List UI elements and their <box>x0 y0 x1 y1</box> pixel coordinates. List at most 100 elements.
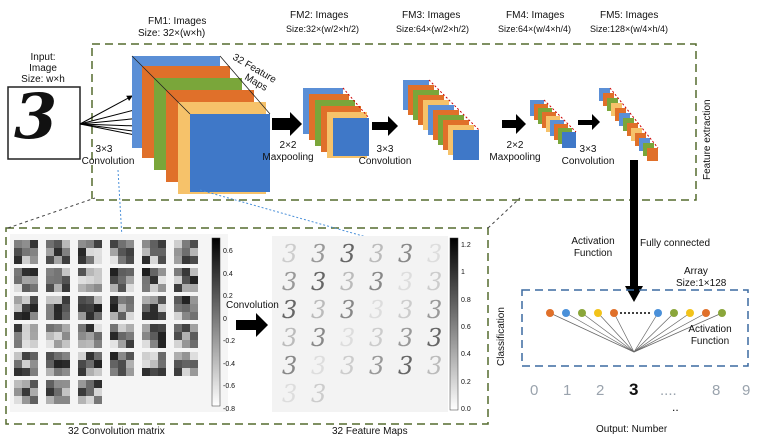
fm3-title: FM3: Images <box>402 10 461 21</box>
conv-kernel <box>78 296 102 320</box>
colorbar-tick: 0.6 <box>461 324 471 331</box>
conv-kernel <box>142 296 166 320</box>
feature-map-thumb: 3 <box>340 268 355 296</box>
feature-map-thumb: 3 <box>427 240 442 268</box>
conv-kernel <box>174 324 198 348</box>
feature-map-thumb: 3 <box>398 296 413 324</box>
feature-maps-panel <box>272 236 448 412</box>
fm5-size: Size:128×(w/4×h/4) <box>590 24 669 34</box>
fm5-title: FM5: Images <box>600 10 659 21</box>
feature-map-thumb: 3 <box>427 324 442 352</box>
conv-kernel <box>14 324 38 348</box>
feature-map-thumb: 3 <box>340 352 355 380</box>
conv-kernel <box>78 380 102 404</box>
activation2-line1: Activation <box>688 324 732 335</box>
conv-kernel <box>110 296 134 320</box>
output-digit-9: 9 <box>742 382 751 399</box>
conv-kernel <box>14 380 38 404</box>
feature-map-thumb: 3 <box>282 268 297 296</box>
feature-map-thumb: 3 <box>340 324 355 352</box>
feature-map-thumb: 3 <box>311 380 326 408</box>
colorbar-tick: 1.2 <box>461 242 471 249</box>
op5-line2: Convolution <box>561 156 615 167</box>
conv-kernel <box>14 352 38 376</box>
feature-map-thumb: 3 <box>282 352 297 380</box>
op4-line2: Maxpooling <box>489 152 541 163</box>
colorbar-tick: -0.8 <box>223 406 236 413</box>
feature-extraction-frame <box>91 43 697 201</box>
feature-map-thumb: 3 <box>311 268 326 296</box>
colorbar-tick: 0.6 <box>223 248 233 255</box>
fm3-size: Size:64×(w/2×h/2) <box>396 24 470 34</box>
feature-map-thumb: 3 <box>427 296 442 324</box>
feature-map-thumb: 3 <box>398 352 413 380</box>
detail-frame <box>5 227 489 425</box>
array-node <box>578 309 586 317</box>
feature-extraction-label: Feature extraction <box>702 99 713 180</box>
conv-kernel <box>78 268 102 292</box>
feature-map-thumb: 3 <box>369 324 384 352</box>
input-digit: 3 <box>14 80 58 153</box>
op3-line2: Convolution <box>358 156 412 167</box>
colorbar-tick: 0.4 <box>223 270 233 278</box>
activation-label-2: Function <box>573 248 613 259</box>
conv-kernel <box>174 240 198 264</box>
fm5-stack <box>599 87 659 161</box>
conv-kernel <box>46 296 70 320</box>
fully-connected-label: Fully connected <box>640 238 711 249</box>
array-node <box>702 309 710 317</box>
activation2-line2: Function <box>690 336 730 347</box>
conv-kernel <box>14 268 38 292</box>
colorbar-tick: -0.2 <box>223 338 236 346</box>
arrow-maxpool-1 <box>272 112 302 136</box>
array-node <box>670 309 678 317</box>
feature-map-thumb: 3 <box>369 268 384 296</box>
feature-map-thumb: 3 <box>311 240 326 268</box>
feature-map-thumb: 3 <box>427 268 442 296</box>
op1-line2: Convolution <box>81 156 135 167</box>
convolution-arrow <box>236 313 268 337</box>
feature-map-thumb: 3 <box>369 296 384 324</box>
op4-line1: 2×2 <box>506 140 524 151</box>
array-label: Array <box>684 266 708 277</box>
conv-kernel <box>142 352 166 376</box>
conv-kernel <box>142 268 166 292</box>
feature-map-thumb: 3 <box>311 296 326 324</box>
op2-line2: Maxpooling <box>262 152 314 163</box>
feature-map-thumb: 3 <box>398 324 413 352</box>
conv-kernel <box>78 240 102 264</box>
fm4-stack <box>530 99 577 148</box>
conv-colorbar <box>211 237 221 407</box>
fm4-size: Size:64×(w/4×h/4) <box>498 24 572 34</box>
array-node <box>654 309 662 317</box>
output-digit-1: 1 <box>563 382 572 399</box>
feature-map-thumb: 3 <box>311 324 326 352</box>
array-node <box>594 309 602 317</box>
input-label: Input: <box>30 52 56 63</box>
output-digit-0: 0 <box>530 382 539 399</box>
feature-map-thumb: 3 <box>311 352 326 380</box>
array-node <box>718 309 726 317</box>
colorbar-tick: 0 <box>223 315 227 323</box>
fm2-title: FM2: Images <box>290 10 349 21</box>
conv-kernel <box>142 324 166 348</box>
feature-maps-label: 32 Feature Maps <box>332 426 408 437</box>
feature-map-thumb: 3 <box>340 240 355 268</box>
conv-matrix-label: 32 Convolution matrix <box>68 426 165 437</box>
feature-map-thumb: 3 <box>427 352 442 380</box>
input-sub: Image <box>29 63 57 74</box>
feature-map-thumb: 3 <box>282 240 297 268</box>
conv-kernel <box>174 296 198 320</box>
feature-map-thumb: 3 <box>282 324 297 352</box>
conv-kernel <box>110 324 134 348</box>
colorbar-tick: 0.2 <box>223 293 233 301</box>
array-node <box>546 309 554 317</box>
feature-map-thumb: 3 <box>369 240 384 268</box>
input-size: Size: w×h <box>21 74 65 85</box>
activation-label-1: Activation <box>571 236 615 247</box>
conv-kernel <box>14 296 38 320</box>
classification-frame <box>521 289 749 367</box>
colorbar-tick: 1 <box>461 269 465 277</box>
conv-kernel <box>46 240 70 264</box>
